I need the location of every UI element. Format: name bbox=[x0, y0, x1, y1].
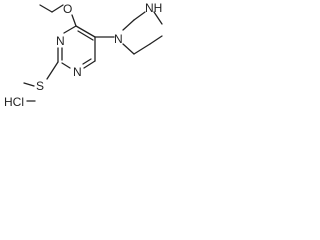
bond-c6-n1-double bbox=[82, 58, 92, 65]
bond-ethyl-ch2-o bbox=[51, 4, 64, 13]
bond-o-c4 bbox=[71, 14, 77, 27]
bond-pip-3 bbox=[122, 43, 135, 55]
chemical-structure-diagram: O N N N NH S HCl bbox=[4, 1, 163, 109]
salt-label: HCl bbox=[4, 95, 24, 109]
bond-c6-n1 bbox=[83, 60, 96, 69]
atom-oxygen: O bbox=[63, 2, 72, 16]
bond-s-ch3 bbox=[23, 82, 35, 87]
bond-n1-c2 bbox=[61, 62, 71, 69]
bond-c2-s bbox=[46, 61, 59, 80]
bond-n3-c4 bbox=[63, 25, 77, 34]
atom-nh-piperazine: NH bbox=[145, 1, 162, 15]
atom-nitrogen-piperazine: N bbox=[114, 32, 123, 46]
bond-c4-c5 bbox=[75, 25, 96, 38]
bond-pip-2 bbox=[133, 11, 146, 21]
bond-pip-6 bbox=[153, 11, 163, 25]
bond-ethyl-ch3-ch2 bbox=[39, 4, 53, 13]
bond-pip-5 bbox=[149, 35, 163, 45]
atom-sulfur: S bbox=[36, 79, 44, 93]
atom-nitrogen-ring-top: N bbox=[56, 34, 65, 48]
bond-pip-1 bbox=[122, 19, 135, 31]
bond-c4-c5-double bbox=[77, 30, 94, 41]
atom-nitrogen-ring-bottom: N bbox=[73, 65, 82, 79]
bond-pip-4 bbox=[133, 43, 151, 55]
